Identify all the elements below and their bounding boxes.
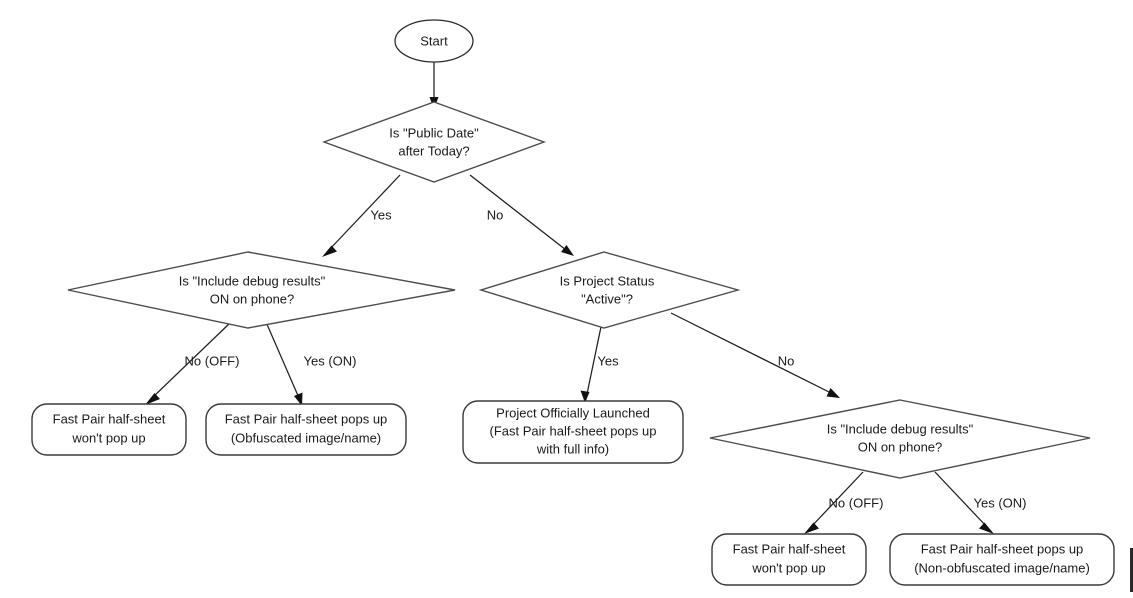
node-debug-left-line-2: ON on phone?	[210, 291, 295, 306]
node-result-right-off[interactable]: Fast Pair half-sheet won't pop up	[711, 533, 867, 586]
node-project-status-line-1: Is Project Status	[560, 273, 655, 288]
node-debug-results-right-decision[interactable]: Is "Include debug results" ON on phone?	[709, 399, 1091, 479]
edge-debug-right-yes: Yes (ON)	[934, 471, 1027, 534]
node-result-right-off-line-1: Fast Pair half-sheet	[733, 541, 846, 556]
edge-label-debug-right-yes: Yes (ON)	[974, 495, 1027, 510]
node-public-date-decision[interactable]: Is "Public Date" after Today?	[321, 101, 547, 183]
node-debug-left-line-1: Is "Include debug results"	[179, 273, 326, 288]
edge-debug-left-no: No (OFF)	[145, 321, 240, 405]
edge-label-project-status-yes: Yes	[597, 353, 619, 368]
node-project-status-decision[interactable]: Is Project Status "Active"?	[478, 251, 741, 329]
node-result-right-off-line-2: won't pop up	[751, 560, 825, 575]
edge-project-status-no: No	[670, 312, 840, 398]
edge-public-date-yes: Yes	[322, 174, 401, 257]
node-result-launched-line-2: (Fast Pair half-sheet pops up	[490, 423, 657, 438]
node-debug-right-line-2: ON on phone?	[858, 439, 943, 454]
node-result-left-off-line-2: won't pop up	[71, 430, 145, 445]
edge-label-public-date-yes: Yes	[370, 207, 392, 222]
node-result-right-on[interactable]: Fast Pair half-sheet pops up (Non-obfusc…	[889, 533, 1115, 586]
node-result-left-off[interactable]: Fast Pair half-sheet won't pop up	[31, 403, 187, 456]
edge-debug-left-yes: Yes (ON)	[265, 321, 357, 406]
edge-label-debug-right-no: No (OFF)	[829, 495, 884, 510]
node-result-right-on-line-2: (Non-obfuscated image/name)	[914, 560, 1090, 575]
node-start[interactable]: Start	[394, 19, 474, 63]
node-debug-right-line-1: Is "Include debug results"	[827, 421, 974, 436]
node-public-date-line-1: Is "Public Date"	[389, 125, 479, 140]
edge-label-project-status-no: No	[778, 353, 795, 368]
node-public-date-line-2: after Today?	[398, 143, 469, 158]
edge-label-public-date-no: No	[487, 207, 504, 222]
edge-label-debug-left-yes: Yes (ON)	[304, 353, 357, 368]
node-result-launched-line-1: Project Officially Launched	[496, 405, 650, 420]
right-edge-marker	[1130, 548, 1133, 592]
edge-public-date-no: No	[469, 174, 574, 256]
node-start-label: Start	[420, 33, 448, 48]
node-debug-results-left-decision[interactable]: Is "Include debug results" ON on phone?	[67, 251, 456, 329]
node-result-launched[interactable]: Project Officially Launched (Fast Pair h…	[462, 400, 684, 464]
edge-project-status-yes: Yes	[580, 321, 619, 403]
node-result-left-off-line-1: Fast Pair half-sheet	[53, 411, 166, 426]
node-result-left-on-line-2: (Obfuscated image/name)	[231, 430, 381, 445]
node-result-left-on[interactable]: Fast Pair half-sheet pops up (Obfuscated…	[205, 403, 407, 456]
edge-label-debug-left-no: No (OFF)	[185, 353, 240, 368]
node-result-left-on-line-1: Fast Pair half-sheet pops up	[225, 411, 388, 426]
node-project-status-line-2: "Active"?	[581, 291, 633, 306]
edge-debug-right-no: No (OFF)	[804, 471, 884, 534]
node-result-launched-line-3: with full info)	[536, 441, 609, 456]
node-result-right-on-line-1: Fast Pair half-sheet pops up	[921, 541, 1084, 556]
